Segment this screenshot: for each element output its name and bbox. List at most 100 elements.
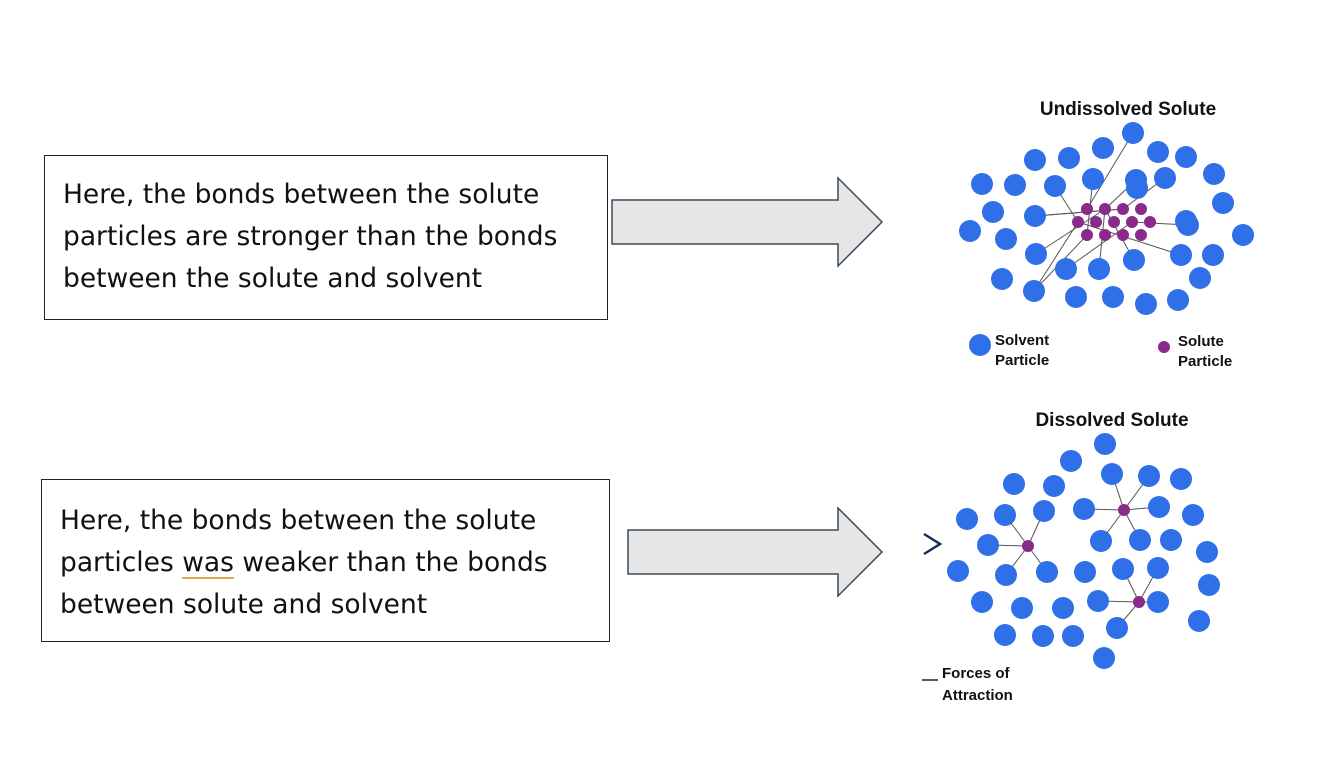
solvent-particle (1101, 463, 1123, 485)
text-segment: weaker than the bonds (233, 547, 548, 578)
right-arrow-1 (611, 176, 884, 268)
solvent-particle (1148, 496, 1170, 518)
solvent-particle (977, 534, 999, 556)
legend-solute-line1: Solute (1178, 333, 1224, 350)
solvent-particle (1011, 597, 1033, 619)
solvent-particle (1188, 610, 1210, 632)
solvent-particle (1036, 561, 1058, 583)
solvent-particle (1170, 468, 1192, 490)
solute-particle (1090, 216, 1102, 228)
dissolved-title: Dissolved Solute (1035, 410, 1188, 431)
solute-particle (1117, 203, 1129, 215)
solvent-particle (1138, 465, 1160, 487)
solvent-particle (959, 220, 981, 242)
solute-particle (1022, 540, 1034, 552)
legend-solvent-line1: Solvent (995, 332, 1049, 349)
solute-particle (1126, 216, 1138, 228)
solvent-particle (1202, 244, 1224, 266)
solvent-particle (1025, 243, 1047, 265)
solvent-particle (1004, 174, 1026, 196)
solvent-particle-legend-icon (969, 334, 991, 356)
solvent-particle (1044, 175, 1066, 197)
grammar-flagged-word[interactable]: was (182, 547, 234, 578)
legend-solute-line2: Particle (1178, 353, 1232, 370)
solute-particle (1072, 216, 1084, 228)
solvent-particle (1147, 141, 1169, 163)
solvent-particle (994, 504, 1016, 526)
solvent-particle (1023, 280, 1045, 302)
solvent-particle (1175, 210, 1197, 232)
legend-solvent-line2: Particle (995, 352, 1049, 369)
solvent-particle (991, 268, 1013, 290)
solute-particle (1081, 203, 1093, 215)
solvent-particle (971, 173, 993, 195)
solvent-particle (971, 591, 993, 613)
text-line: between solute and solvent (60, 589, 428, 620)
solvent-particle (1232, 224, 1254, 246)
explanation-box-weaker: Here, the bonds between the solute parti… (41, 479, 610, 642)
solvent-particle (1112, 558, 1134, 580)
solvent-particle (1102, 286, 1124, 308)
solute-particle (1081, 229, 1093, 241)
solute-particle (1108, 216, 1120, 228)
edge-arrowhead-fragment-icon (923, 532, 943, 556)
solvent-particle (1170, 244, 1192, 266)
solvent-particle (1003, 473, 1025, 495)
solvent-particle (1060, 450, 1082, 472)
solvent-particle (1032, 625, 1054, 647)
solvent-particle (1160, 529, 1182, 551)
solvent-particle (1074, 561, 1096, 583)
solute-particle (1118, 504, 1130, 516)
solvent-particle (956, 508, 978, 530)
solute-particle (1099, 229, 1111, 241)
solvent-particle (1122, 122, 1144, 144)
solvent-particle (1212, 192, 1234, 214)
text-segment: particles (60, 547, 183, 578)
legend-forces-line2: Attraction (942, 687, 1013, 704)
solvent-particle (1058, 147, 1080, 169)
solvent-particle (1024, 205, 1046, 227)
undissolved-solute-diagram: Undissolved Solute Solvent Particle Solu… (950, 92, 1260, 377)
solute-particle (1135, 229, 1147, 241)
text-line: between the solute and solvent (63, 263, 483, 294)
attraction-line (1033, 221, 1079, 292)
solvent-particle (1129, 529, 1151, 551)
solvent-particle (1055, 258, 1077, 280)
solvent-particle (1154, 167, 1176, 189)
text-line: Here, the bonds between the solute (63, 179, 540, 210)
text-line: particles was weaker than the bonds (60, 542, 591, 584)
solute-particle (1135, 203, 1147, 215)
solvent-particle (1093, 647, 1115, 669)
attraction-line (1086, 132, 1134, 210)
legend-forces-line1: Forces of (942, 665, 1011, 682)
solvent-particle (1126, 177, 1148, 199)
solvent-particle (995, 228, 1017, 250)
solute-particle (1144, 216, 1156, 228)
solvent-particle (1175, 146, 1197, 168)
undissolved-title: Undissolved Solute (1040, 99, 1216, 120)
solvent-particle (1052, 597, 1074, 619)
solute-particle (1099, 203, 1111, 215)
solvent-particle (1090, 530, 1112, 552)
solvent-particle (1196, 541, 1218, 563)
solvent-particle (1203, 163, 1225, 185)
solvent-particle (1123, 249, 1145, 271)
solvent-particle (994, 624, 1016, 646)
solvent-particle (1167, 289, 1189, 311)
solvent-particle (1147, 557, 1169, 579)
solvent-particle (1087, 590, 1109, 612)
solvent-particle (1135, 293, 1157, 315)
solute-particle (1117, 229, 1129, 241)
solvent-particle (1198, 574, 1220, 596)
attraction-line (1035, 208, 1106, 255)
solvent-particle (1082, 168, 1104, 190)
solvent-particle (982, 201, 1004, 223)
solvent-particle (1033, 500, 1055, 522)
text-line: particles are stronger than the bonds (63, 221, 558, 252)
solvent-particle (1147, 591, 1169, 613)
solute-particle (1133, 596, 1145, 608)
solvent-particle (1073, 498, 1095, 520)
solvent-particle (947, 560, 969, 582)
solvent-particle (1106, 617, 1128, 639)
explanation-box-stronger: Here, the bonds between the solute parti… (44, 155, 608, 320)
